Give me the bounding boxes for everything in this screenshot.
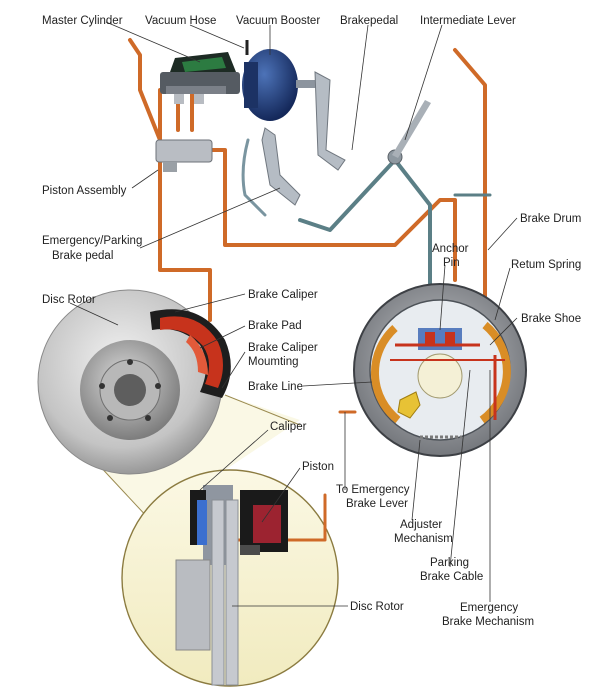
piston-assembly (155, 139, 213, 172)
label-brake-caliper-mounting-1: Brake Caliper (248, 342, 318, 354)
label-brake-drum: Brake Drum (520, 213, 581, 225)
label-vacuum-booster: Vacuum Booster (236, 15, 320, 27)
label-brake-caliper: Brake Caliper (248, 289, 318, 301)
label-emergency-parking-2: Brake pedal (52, 250, 113, 262)
label-piston: Piston (302, 461, 334, 473)
label-brake-shoe: Brake Shoe (521, 313, 581, 325)
label-return-spring: Retum Spring (511, 259, 581, 271)
disc-rotor (37, 289, 223, 475)
labels: Master Cylinder Vacuum Hose Vacuum Boost… (42, 15, 581, 628)
label-to-emergency-1: To Emergency (336, 484, 410, 496)
brake-caliper (150, 309, 231, 398)
master-cylinder (160, 52, 240, 104)
label-disc-rotor-top: Disc Rotor (42, 294, 96, 306)
label-intermediate-lever: Intermediate Lever (420, 15, 516, 27)
label-adjuster-2: Mechanism (394, 533, 453, 545)
label-caliper: Caliper (270, 421, 307, 433)
label-piston-assembly: Piston Assembly (42, 185, 127, 197)
label-emergency-mechanism-2: Brake Mechanism (442, 616, 534, 628)
label-to-emergency-2: Brake Lever (346, 498, 408, 510)
label-emergency-mechanism-1: Emergency (460, 602, 518, 614)
label-parking-cable-1: Parking (430, 557, 469, 569)
vacuum-booster (242, 40, 322, 121)
caliper-side-view (175, 485, 288, 686)
label-adjuster-1: Adjuster (400, 519, 442, 531)
label-brake-caliper-mounting-2: Moumting (248, 356, 299, 368)
label-brakepedal: Brakepedal (340, 15, 398, 27)
label-anchor-pin-1: Anchor (432, 243, 469, 255)
label-disc-rotor-bottom: Disc Rotor (350, 601, 404, 613)
label-emergency-parking-1: Emergency/Parking (42, 235, 142, 247)
intermediate-lever (387, 100, 431, 165)
brake-pedal (314, 71, 346, 171)
label-parking-cable-2: Brake Cable (420, 571, 483, 583)
label-master-cylinder: Master Cylinder (42, 15, 123, 27)
label-brake-pad: Brake Pad (248, 320, 302, 332)
label-vacuum-hose: Vacuum Hose (145, 15, 216, 27)
emergency-parking-brake-pedal (261, 127, 301, 206)
parking-brake-cable (241, 138, 492, 292)
leader-lines (69, 21, 518, 607)
label-brake-line: Brake Line (248, 381, 303, 393)
drum-brake (353, 283, 527, 457)
label-anchor-pin-2: Pin (443, 257, 460, 269)
